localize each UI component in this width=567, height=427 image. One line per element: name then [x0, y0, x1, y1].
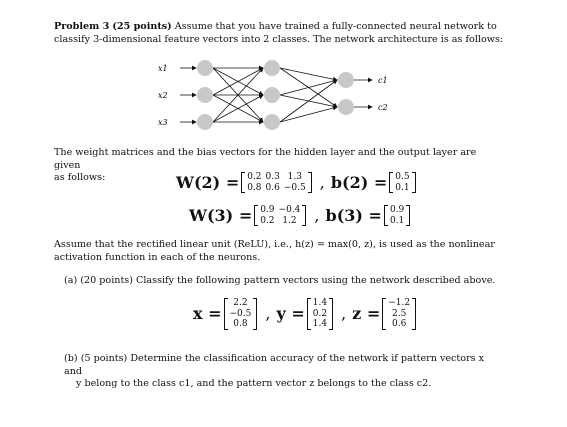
input-label: x2 [158, 91, 168, 100]
x-cell: 2.2 [233, 298, 248, 308]
w2-cell: 0.8 [247, 182, 262, 193]
input-label: x1 [158, 64, 168, 73]
part-b-line-1: (5 points) Determine the classification … [64, 353, 485, 377]
w2-cell: 0.6 [265, 182, 280, 193]
w3-cell: −0.4 [278, 205, 301, 215]
b2-label: b(2) = [330, 173, 388, 192]
intro-line-2: classify 3-dimensional feature vectors i… [54, 33, 504, 45]
z-cell: 2.5 [392, 308, 407, 319]
part-a-label: (a) [64, 275, 78, 286]
x-cell: 0.8 [233, 319, 248, 329]
w3-cell: 0.2 [260, 215, 275, 226]
network-diagram: x1 x2 x3 c1 c2 [158, 60, 388, 130]
neuron-node [197, 87, 213, 103]
y-label: y = [276, 304, 305, 324]
problem-heading: Problem 3 [54, 21, 110, 32]
relu-text: Assume that the rectified linear unit (R… [54, 239, 504, 264]
network-edge [212, 67, 264, 96]
relu-line-1: Assume that the rectified linear unit (R… [54, 239, 495, 250]
z-cell: 0.6 [392, 319, 407, 329]
z-label: z = [352, 304, 381, 324]
part-b: (b) (5 points) Determine the classificat… [64, 353, 504, 391]
x-label: x = [193, 304, 222, 324]
w2-label: W(2) = [176, 173, 240, 192]
b2-cell: 0.1 [395, 182, 410, 193]
neuron-node [197, 114, 213, 130]
w3-cell: 0.9 [260, 205, 275, 215]
w2-cell: 1.3 [287, 172, 302, 182]
network-edges [180, 65, 373, 125]
neuron-node [264, 60, 280, 76]
w2-cell: 0.2 [247, 172, 262, 182]
part-b-label: (b) [64, 353, 78, 364]
y-cell: 0.2 [312, 308, 328, 319]
w3-label: W(3) = [189, 206, 253, 225]
intro-line-1: Assume that you have trained a fully-con… [174, 21, 497, 32]
relu-line-2: activation function in each of the neuro… [54, 251, 261, 263]
w2-cell: −0.5 [283, 182, 306, 193]
y-cell: 1.4 [312, 319, 328, 329]
w2-cell: 0.3 [265, 172, 280, 182]
part-a-text: (20 points) Classify the following patte… [80, 275, 496, 286]
output-label: c1 [378, 76, 388, 85]
weights-line-2: as follows: [54, 172, 106, 183]
network-edge [212, 94, 264, 123]
b3-cell: 0.9 [389, 205, 405, 215]
network-edge [279, 105, 338, 123]
b2-cell: 0.5 [395, 172, 410, 182]
network-labels: x1 x2 x3 c1 c2 [158, 64, 388, 127]
output-label: c2 [378, 103, 388, 112]
network-edge [279, 67, 338, 82]
neuron-node [338, 72, 354, 88]
part-b-line-2: y belong to the class c1, and the patter… [76, 378, 432, 389]
b3-label: b(3) = [325, 206, 382, 225]
problem-intro: Problem 3 (25 points) Assume that you ha… [54, 21, 504, 46]
network-nodes [197, 60, 354, 130]
neuron-node [264, 114, 280, 130]
problem-points: (25 points) [112, 21, 172, 32]
network-edge [279, 79, 338, 123]
x-cell: −0.5 [229, 308, 252, 319]
w3-cell: 1.2 [282, 215, 297, 226]
y-cell: 1.4 [312, 298, 328, 308]
neuron-node [338, 99, 354, 115]
network-edge [279, 78, 338, 96]
input-label: x3 [158, 118, 168, 127]
weights-text: The weight matrices and the bias vectors… [54, 147, 504, 185]
network-edge [212, 67, 264, 123]
neuron-node [197, 60, 213, 76]
neuron-node [264, 87, 280, 103]
part-a: (a) (20 points) Classify the following p… [64, 275, 504, 288]
b3-cell: 0.1 [389, 215, 405, 226]
z-cell: −1.2 [388, 298, 411, 308]
weights-line-1: The weight matrices and the bias vectors… [54, 147, 477, 171]
